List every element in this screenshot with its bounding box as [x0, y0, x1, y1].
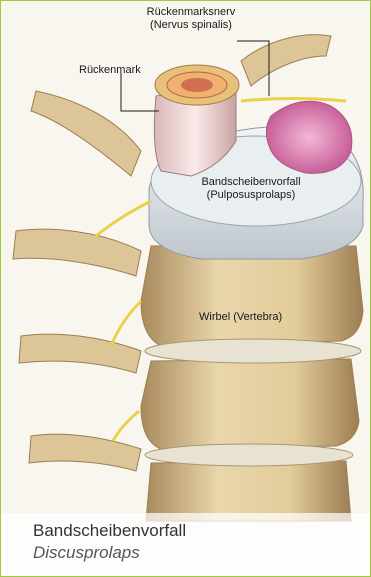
nerve-label: Rückenmarksnerv (Nervus spinalis) [121, 6, 261, 32]
caption-box: Bandscheibenvorfall Discusprolaps [1, 513, 370, 576]
vertebral-bodies [141, 246, 363, 521]
nerve-label-line2: (Nervus spinalis) [121, 19, 261, 32]
herniation-label-line1: Bandscheibenvorfall [181, 176, 321, 189]
spinal-cord-label: Rückenmark [79, 64, 141, 77]
caption-title: Bandscheibenvorfall [33, 521, 186, 541]
herniation-label: Bandscheibenvorfall (Pulposusprolaps) [181, 176, 321, 202]
nerve-label-line1: Rückenmarksnerv [121, 6, 261, 19]
vertebra-label: Wirbel (Vertebra) [199, 311, 282, 324]
caption-subtitle: Discusprolaps [33, 543, 140, 563]
herniation-label-line2: (Pulposusprolaps) [181, 189, 321, 202]
